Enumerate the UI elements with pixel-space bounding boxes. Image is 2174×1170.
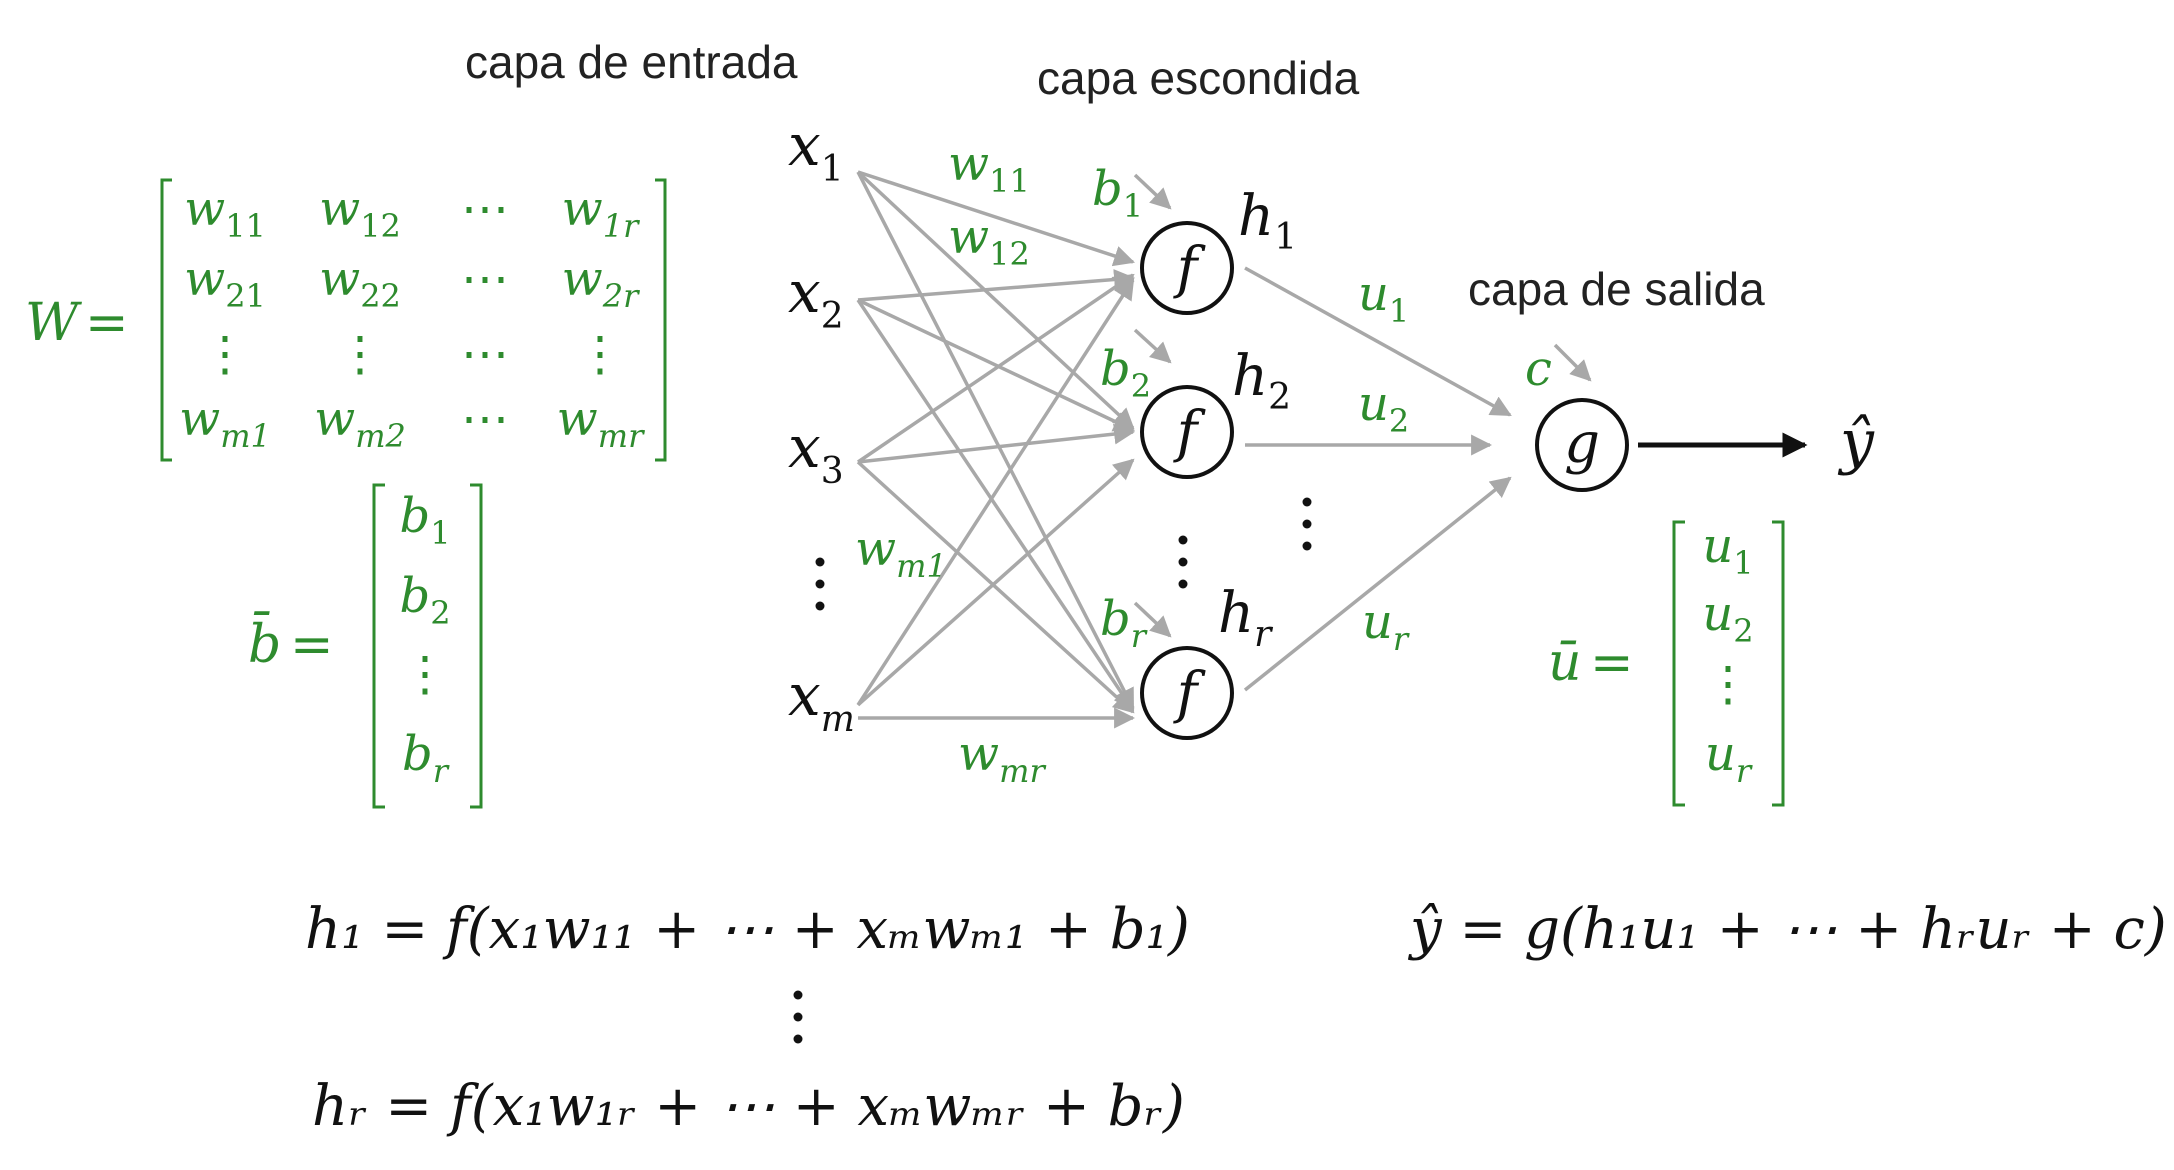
u-labels: u1 u2 ur <box>1358 266 1410 658</box>
output-node: g <box>1535 398 1629 492</box>
u-vector-entry-3: ur <box>1705 726 1753 790</box>
weight-matrix-cell-3-3: wmr <box>557 391 645 455</box>
weight-matrix-cell-2-1: ⋮ <box>336 326 384 382</box>
weight-matrix-cell-1-2: ⋯ <box>461 251 509 307</box>
weight-matrix-name: W <box>25 293 82 353</box>
bias-vector: b̄ = b1 b2 ⋮ br <box>248 483 483 809</box>
weight-matrix-cell-0-1: w12 <box>319 181 401 245</box>
input-x1: x1 <box>788 111 844 190</box>
weight-matrix-cell-3-0: wm1 <box>179 391 271 455</box>
input-vertical-ellipsis <box>815 557 825 611</box>
bias-vector-name: b̄ <box>248 612 281 675</box>
weight-w11: w11 <box>948 136 1030 200</box>
weight-matrix-cell-1-0: w21 <box>184 251 266 315</box>
u-label-2: u2 <box>1358 376 1409 440</box>
u-label-r: ur <box>1362 594 1410 658</box>
bias-b1: b1 <box>1092 161 1143 225</box>
weight-w12: w12 <box>948 209 1030 273</box>
weight-labels: w11 w12 wm1 wmr <box>855 136 1046 790</box>
weight-matrix-cells: w11 w12 ⋯ w1r w21 w22 ⋯ w2r ⋮ ⋮ ⋯ ⋮ wm1 wm2 ⋯ wmr <box>179 181 645 455</box>
u-vector-right-bracket <box>1772 520 1785 807</box>
bias-vector-entry-0: b1 <box>399 488 450 552</box>
u-vector-entry-2: ⋮ <box>1704 656 1752 712</box>
weight-matrix-cell-3-1: wm2 <box>314 391 406 455</box>
bias-br: br <box>1100 591 1148 655</box>
input-hidden-edges <box>856 170 1136 729</box>
input-x2: x2 <box>788 258 844 337</box>
u-vector-entry-1: u2 <box>1702 586 1753 650</box>
output-y-hat: ŷ <box>1837 407 1875 477</box>
equation-vertical-ellipsis <box>793 990 803 1044</box>
bias-vector-cells: b1 b2 ⋮ br <box>399 488 450 790</box>
weight-matrix: W = w11 w12 ⋯ w1r w21 w22 ⋯ w2r ⋮ ⋮ ⋯ ⋮ wm1 wm2 ⋯ wmr <box>25 178 667 462</box>
weight-matrix-cell-0-2: ⋯ <box>461 181 509 237</box>
weight-matrix-left-bracket <box>160 178 172 462</box>
hidden-label-hr: hr <box>1218 581 1273 655</box>
hidden-node-1: f <box>1140 221 1234 315</box>
bias-vector-entry-2: ⋮ <box>401 646 449 702</box>
hidden-label-h1: h1 <box>1238 184 1297 258</box>
weight-matrix-cell-0-3: w1r <box>562 181 640 245</box>
bias-vector-right-bracket <box>470 483 483 809</box>
input-xm: xm <box>788 661 855 740</box>
input-x3: x3 <box>788 413 844 492</box>
bias-vector-equals: = <box>290 615 334 675</box>
weight-matrix-cell-0-0: w11 <box>184 181 266 245</box>
weight-matrix-right-bracket <box>655 178 667 462</box>
bias-vector-left-bracket <box>372 483 385 809</box>
weight-matrix-cell-2-2: ⋯ <box>461 326 509 382</box>
u-vector-entry-0: u1 <box>1702 518 1753 582</box>
weight-matrix-cell-2-0: ⋮ <box>201 326 249 382</box>
hidden-labels: h1 h2 hr <box>1218 184 1297 655</box>
bias-vector-entry-3: br <box>402 726 450 790</box>
equation-h1: h₁ = f(x₁w₁₁ + ⋯ + xₘwₘ₁ + b₁) <box>305 897 1190 962</box>
hidden-vertical-ellipsis <box>1178 497 1312 589</box>
bias-vector-entry-1: b2 <box>399 568 450 632</box>
hidden-node-2: f <box>1140 385 1234 479</box>
u-vector-equals: = <box>1590 633 1634 693</box>
u-label-1: u1 <box>1358 266 1409 330</box>
hidden-layer-header: capa escondida <box>1037 52 1360 104</box>
bias-b2: b2 <box>1100 341 1151 405</box>
bias-arrows <box>1133 173 1592 638</box>
weight-matrix-equals: = <box>85 293 129 353</box>
weight-matrix-cell-1-3: w2r <box>562 251 640 315</box>
weight-matrix-cell-3-2: ⋯ <box>461 391 509 447</box>
weight-matrix-cell-2-3: ⋮ <box>576 326 624 382</box>
weight-wm1: wm1 <box>855 521 947 585</box>
output-node-func: g <box>1564 411 1600 476</box>
equation-y-hat: ŷ = g(h₁u₁ + ⋯ + hᵣuᵣ + c) <box>1407 897 2167 962</box>
input-layer-header: capa de entrada <box>465 36 798 88</box>
input-nodes: x1 x2 x3 xm <box>788 111 855 740</box>
hidden-label-h2: h2 <box>1232 344 1291 418</box>
u-vector-name: ū <box>1548 633 1582 693</box>
output-layer-header: capa de salida <box>1468 263 1765 315</box>
u-vector-left-bracket <box>1672 520 1685 807</box>
weight-wmr: wmr <box>958 726 1046 790</box>
hidden-node-r: f <box>1140 646 1234 740</box>
bias-labels: b1 b2 br c <box>1092 161 1552 655</box>
hidden-output-edges <box>1243 266 1512 692</box>
bias-c: c <box>1525 341 1552 397</box>
weight-matrix-cell-1-1: w22 <box>319 251 401 315</box>
equation-hr: hᵣ = f(x₁w₁ᵣ + ⋯ + xₘwₘᵣ + bᵣ) <box>312 1074 1185 1139</box>
